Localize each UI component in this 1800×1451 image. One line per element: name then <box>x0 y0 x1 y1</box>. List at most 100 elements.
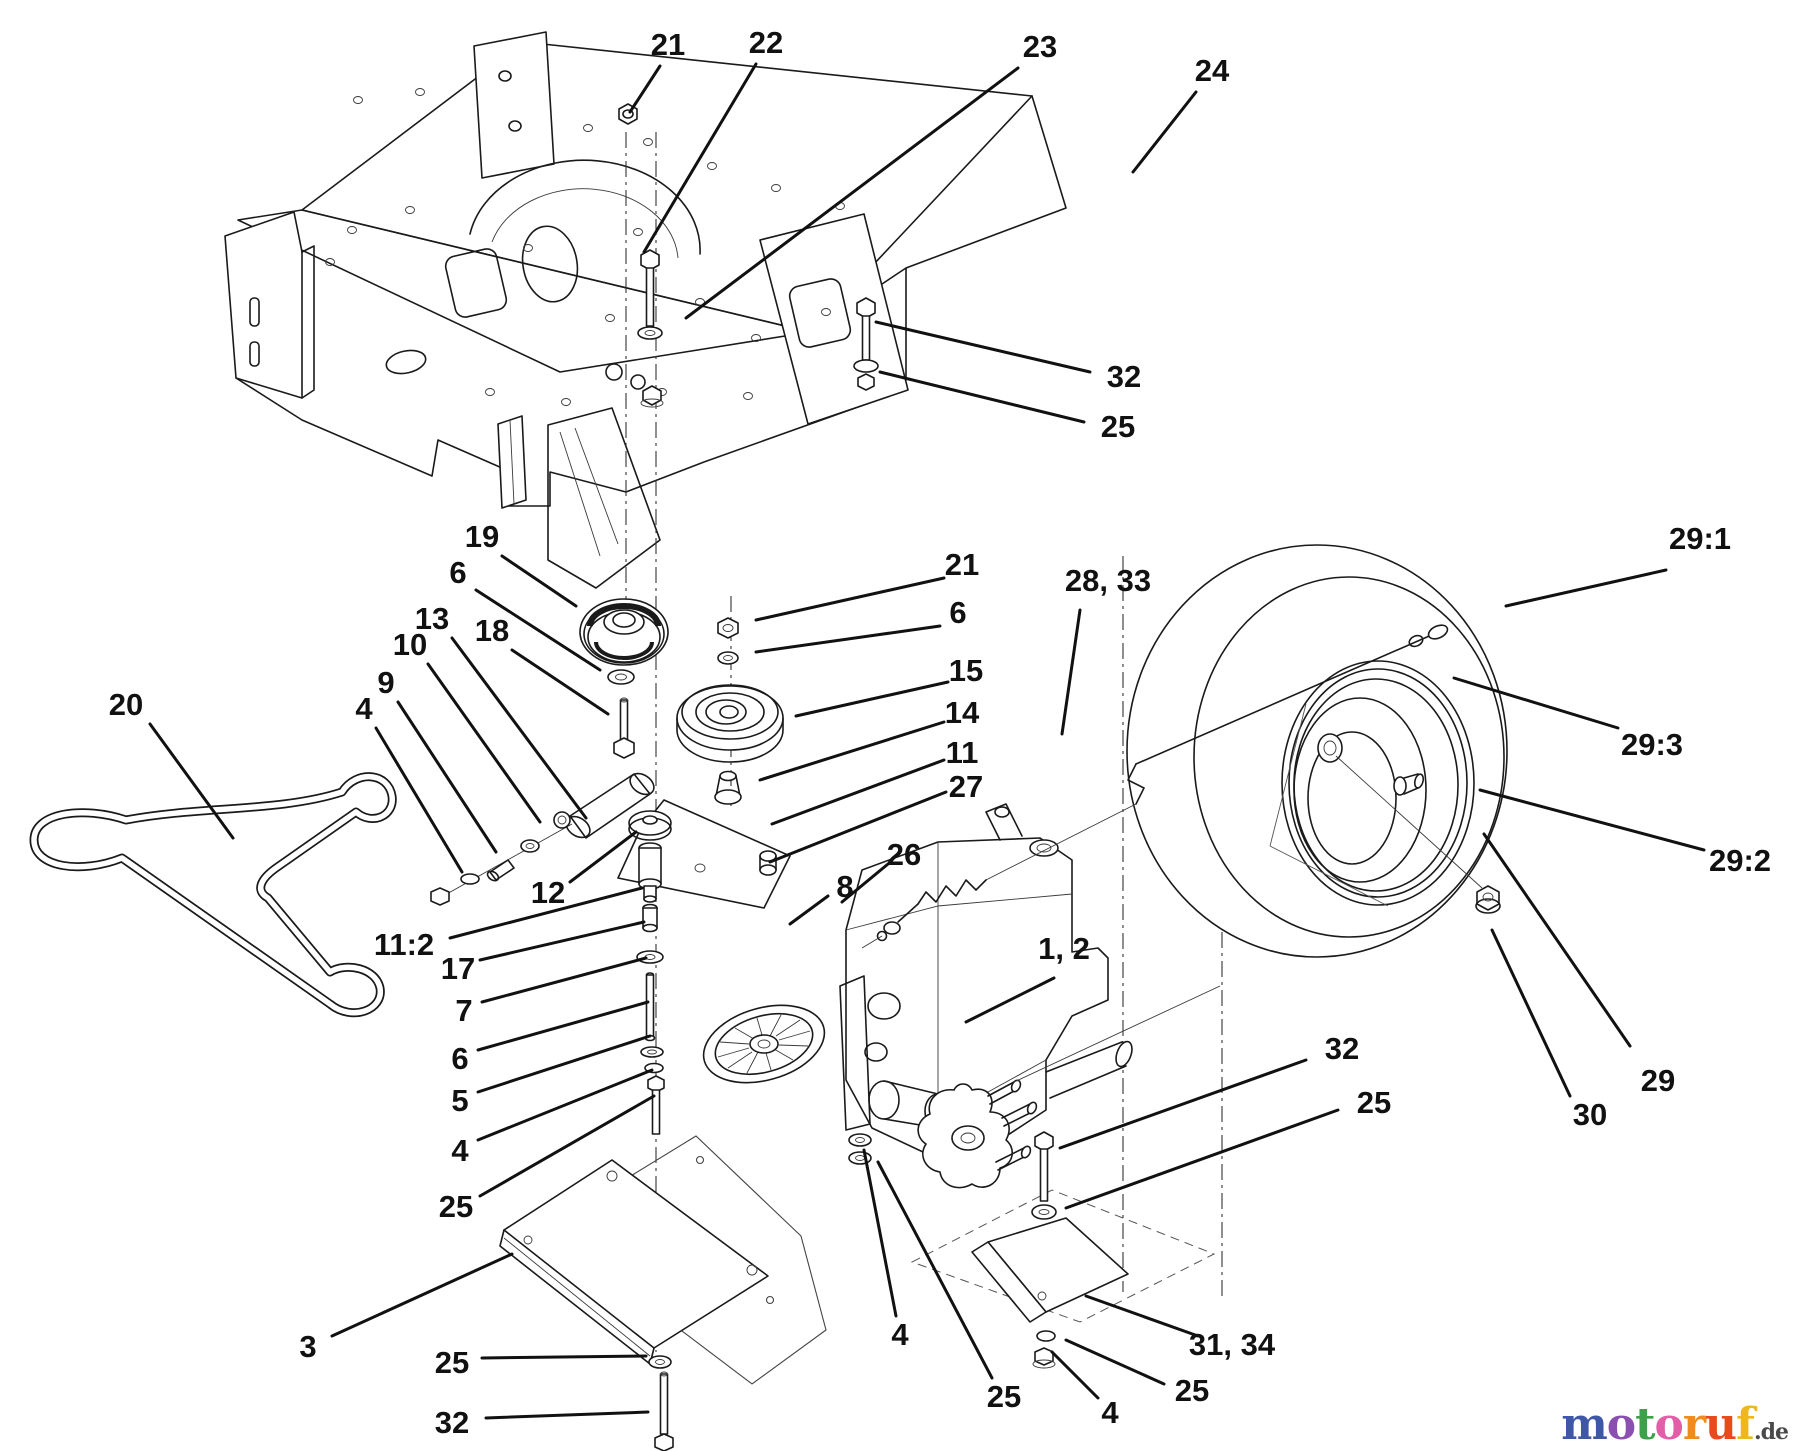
leader-line <box>1060 608 1082 736</box>
callout-3: 3 <box>299 1252 514 1364</box>
part-number-label: 21 <box>651 27 685 62</box>
callout-6: 6 <box>451 1000 650 1076</box>
callout-23: 23 <box>684 29 1057 320</box>
leader-line <box>330 1252 514 1338</box>
part-number-label: 17 <box>441 951 475 986</box>
part-number-label: 32 <box>1107 359 1141 394</box>
linkage-ring <box>520 839 540 853</box>
leader-line <box>426 662 542 824</box>
leader-line <box>476 1068 654 1142</box>
transaxle <box>702 803 1221 1189</box>
washer-25b <box>648 1355 672 1369</box>
part-number-label: 23 <box>1023 29 1057 64</box>
callout-4: 4 <box>862 1148 909 1352</box>
clutch-pulley-19 <box>579 598 669 666</box>
part-number-label: 20 <box>109 687 143 722</box>
part-number-label: 26 <box>887 837 921 872</box>
rear-wheel <box>1126 544 1508 958</box>
part-number-label: 32 <box>435 1405 469 1440</box>
lock-nut <box>717 617 739 639</box>
part-number-label: 4 <box>451 1133 469 1168</box>
leader-line <box>476 1034 652 1094</box>
callout-20: 20 <box>109 687 235 840</box>
washer-6b <box>717 651 739 665</box>
mount-bolt <box>647 1075 665 1135</box>
leader-line <box>450 636 588 820</box>
brake-rod-28-33 <box>861 624 1449 949</box>
clevis <box>861 903 919 949</box>
callout-11: 11 <box>770 735 978 826</box>
part-number-label: 6 <box>449 555 466 590</box>
part-number-label: 29:3 <box>1621 727 1683 762</box>
leader-line <box>874 320 1092 374</box>
part-number-label: 5 <box>451 1083 468 1118</box>
part-number-label: 4 <box>891 1317 909 1352</box>
bolt-18 <box>613 697 635 759</box>
part-number-label: 13 <box>415 601 449 636</box>
part-number-label: 3 <box>299 1329 316 1364</box>
spring-cup-11-2 <box>638 842 662 903</box>
callout-21: 21 <box>754 547 979 622</box>
callout-25: 25 <box>439 1094 656 1224</box>
leader-line <box>448 886 644 940</box>
callout-25: 25 <box>1064 1338 1209 1408</box>
damper-and-linkage <box>430 772 655 906</box>
plate-fasteners <box>648 1355 674 1451</box>
linkage-washer <box>460 873 480 885</box>
part-number-label: 28, 33 <box>1065 563 1151 598</box>
part-number-label: 21 <box>945 547 979 582</box>
leader-line <box>474 588 602 672</box>
bolt-32r <box>1031 1131 1057 1220</box>
logo-word: motoruf <box>1561 1399 1755 1450</box>
wheel-hub <box>917 985 1221 1189</box>
leader-line <box>1064 1108 1340 1210</box>
spring-washer-25br <box>1036 1330 1056 1342</box>
bolt-32b <box>654 1371 674 1451</box>
logo-letter: o <box>1654 1399 1683 1450</box>
callout-32: 32 <box>874 320 1141 394</box>
hub-hole <box>1317 733 1343 763</box>
callout-27: 27 <box>768 769 983 864</box>
leader-line <box>478 920 646 962</box>
idler-pulley-15 <box>676 684 784 763</box>
leader-line <box>642 62 758 254</box>
carriage-bolt <box>637 249 664 408</box>
leader-line <box>1452 676 1620 730</box>
logo-letter: f <box>1736 1399 1755 1450</box>
leader-line <box>1478 788 1706 852</box>
callout-8: 8 <box>788 869 854 926</box>
callout-25: 25 <box>1064 1085 1391 1210</box>
part-number-label: 9 <box>377 665 394 700</box>
callout-32: 32 <box>435 1405 650 1440</box>
part-number-label: 15 <box>949 653 983 688</box>
leader-line <box>1504 568 1668 608</box>
leader-line <box>1490 928 1572 1098</box>
valve-stem <box>1393 773 1425 796</box>
spacer-17 <box>642 903 658 933</box>
callout-15: 15 <box>794 653 983 718</box>
part-number-label: 29:2 <box>1709 843 1771 878</box>
frame-fasteners <box>618 103 879 408</box>
leader-line <box>768 790 948 864</box>
pin-bolt <box>644 972 656 1042</box>
cooling-fan <box>702 1004 826 1084</box>
part-number-label: 25 <box>1101 409 1135 444</box>
part-number-label: 24 <box>1195 53 1230 88</box>
callout-30: 30 <box>1490 928 1607 1132</box>
callout-29: 29 <box>1482 832 1675 1098</box>
part-number-label: 4 <box>355 691 373 726</box>
leader-line <box>628 64 662 114</box>
part-number-label: 31, 34 <box>1189 1327 1276 1362</box>
chassis-frame <box>224 31 1067 589</box>
part-number-label: 19 <box>465 519 499 554</box>
pulley-column-b <box>676 617 784 805</box>
leader-line <box>1131 90 1198 174</box>
callout-29-2: 29:2 <box>1478 788 1771 878</box>
callout-22: 22 <box>642 25 783 254</box>
washer-4bm <box>848 1133 872 1147</box>
callout-11-2: 11:2 <box>374 886 644 962</box>
part-number-label: 6 <box>451 1041 468 1076</box>
leader-line <box>684 66 1020 320</box>
callout-17: 17 <box>441 920 646 986</box>
